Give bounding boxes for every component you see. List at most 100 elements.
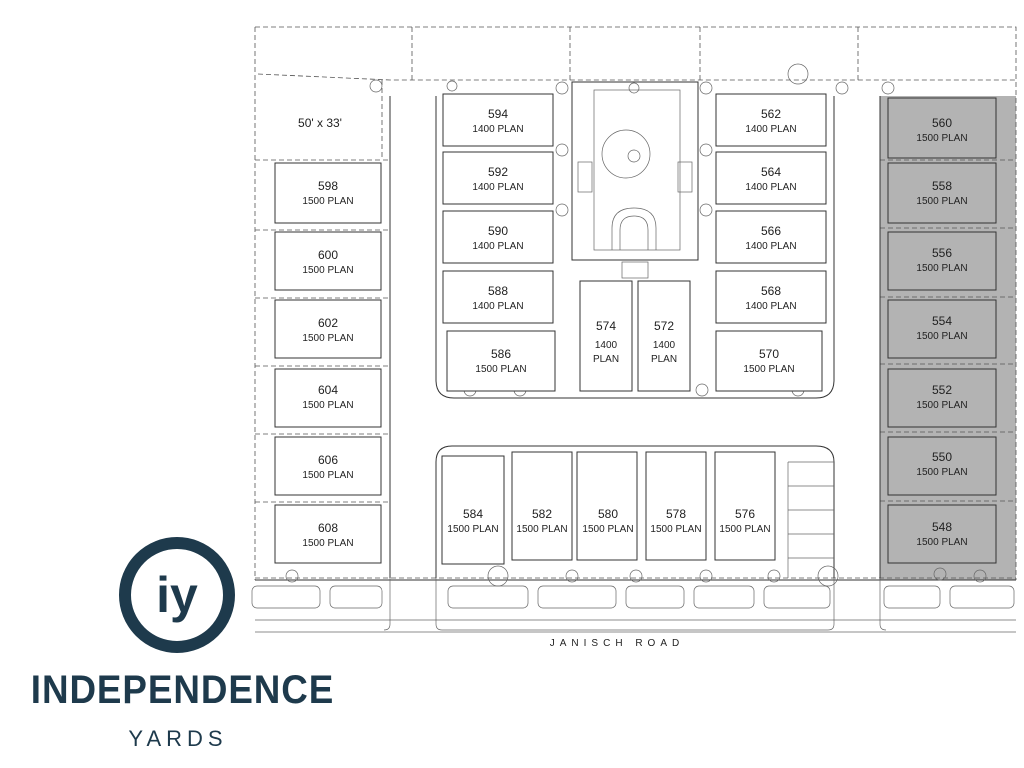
logo-ring-icon: iy [119,537,235,653]
lot-plan: 1400 PLAN [472,241,523,252]
lot-562-building[interactable] [715,93,827,147]
lot-plan: PLAN [651,354,677,365]
lot-plan: 1500 PLAN [650,524,701,535]
lot-580-building[interactable] [576,451,638,561]
lot-586-building[interactable] [446,330,556,392]
lot-plan: 1500 PLAN [302,333,353,344]
lot-plan: 1400 PLAN [472,301,523,312]
lot-number: 580 [598,507,618,521]
lot-plan: 1500 PLAN [916,196,967,207]
lot-number: 564 [761,165,781,179]
property-lines [254,26,1017,580]
lot-568-building[interactable] [715,270,827,324]
lot-plan: 1400 PLAN [472,124,523,135]
lot-dimension-note: 50' x 33' [298,116,342,130]
lot-plan: 1400 [595,340,618,351]
lot-plan: 1400 [653,340,676,351]
lot-buildings [274,93,997,565]
lot-600-building[interactable] [274,231,382,291]
lot-574-building[interactable] [579,280,633,392]
lot-588-building[interactable] [442,270,554,324]
lot-602-building[interactable] [274,299,382,359]
lot-558-building[interactable] [887,162,997,224]
lot-number: 608 [318,521,338,535]
internal-roads [389,96,881,578]
lot-plan: 1500 PLAN [582,524,633,535]
lot-number: 604 [318,383,338,397]
lot-590-building[interactable] [442,210,554,264]
lot-594-building[interactable] [442,93,554,147]
lot-564-building[interactable] [715,151,827,205]
lot-number: 576 [735,507,755,521]
lot-number: 548 [932,520,952,534]
lot-plan: PLAN [593,354,619,365]
frontage [251,578,1016,633]
lot-number: 602 [318,316,338,330]
logo-initials: iy [156,567,198,623]
lot-plan: 1500 PLAN [743,364,794,375]
lot-number: 570 [759,347,779,361]
lot-number: 574 [596,319,616,333]
lot-576-building[interactable] [714,451,776,561]
lot-566-building[interactable] [715,210,827,264]
lot-plan: 1500 PLAN [302,538,353,549]
brand-name: INDEPENDENCE [30,668,335,712]
lot-number: 584 [463,507,483,521]
lot-number: 590 [488,224,508,238]
lot-550-building[interactable] [887,436,997,496]
lot-number: 606 [318,453,338,467]
lot-608-building[interactable] [274,504,382,564]
lot-556-building[interactable] [887,231,997,291]
lot-582-building[interactable] [511,451,573,561]
lot-plan: 1500 PLAN [302,470,353,481]
lot-number: 572 [654,319,674,333]
lot-598-building[interactable] [274,162,382,224]
lot-606-building[interactable] [274,436,382,496]
lot-572-building[interactable] [637,280,691,392]
lot-560-building[interactable] [887,97,997,159]
lot-plan: 1400 PLAN [745,301,796,312]
brand-subtitle: YARDS [128,726,228,751]
lot-number: 550 [932,450,952,464]
lot-number: 552 [932,383,952,397]
road-name: JANISCH ROAD [550,638,684,649]
lot-number: 558 [932,179,952,193]
lot-plan: 1500 PLAN [916,133,967,144]
lot-number: 562 [761,107,781,121]
lot-584-building[interactable] [441,455,505,565]
lot-number: 568 [761,284,781,298]
lot-plan: 1500 PLAN [916,400,967,411]
lot-592-building[interactable] [442,151,554,205]
lot-570-building[interactable] [715,330,823,392]
lot-554-building[interactable] [887,299,997,359]
lot-number: 554 [932,314,952,328]
lot-number: 556 [932,246,952,260]
lot-plan: 1500 PLAN [916,537,967,548]
lot-number: 586 [491,347,511,361]
lot-plan: 1500 PLAN [475,364,526,375]
lot-548-building[interactable] [887,504,997,564]
lot-plan: 1500 PLAN [302,265,353,276]
lot-plan: 1500 PLAN [516,524,567,535]
lot-number: 600 [318,248,338,262]
lot-plan: 1500 PLAN [916,467,967,478]
lot-number: 578 [666,507,686,521]
lot-number: 598 [318,179,338,193]
lot-plan: 1500 PLAN [916,331,967,342]
lot-plan: 1400 PLAN [745,124,796,135]
lot-plan: 1400 PLAN [472,182,523,193]
lot-plan: 1500 PLAN [719,524,770,535]
courtyard [571,81,699,279]
lot-604-building[interactable] [274,368,382,428]
lot-plan: 1400 PLAN [745,241,796,252]
lot-552-building[interactable] [887,368,997,428]
lot-number: 560 [932,116,952,130]
lot-number: 582 [532,507,552,521]
lot-578-building[interactable] [645,451,707,561]
lot-plan: 1500 PLAN [916,263,967,274]
brand-logo: iy INDEPENDENCE YARDS [18,536,338,756]
lot-number: 592 [488,165,508,179]
lot-number: 594 [488,107,508,121]
lot-number: 566 [761,224,781,238]
